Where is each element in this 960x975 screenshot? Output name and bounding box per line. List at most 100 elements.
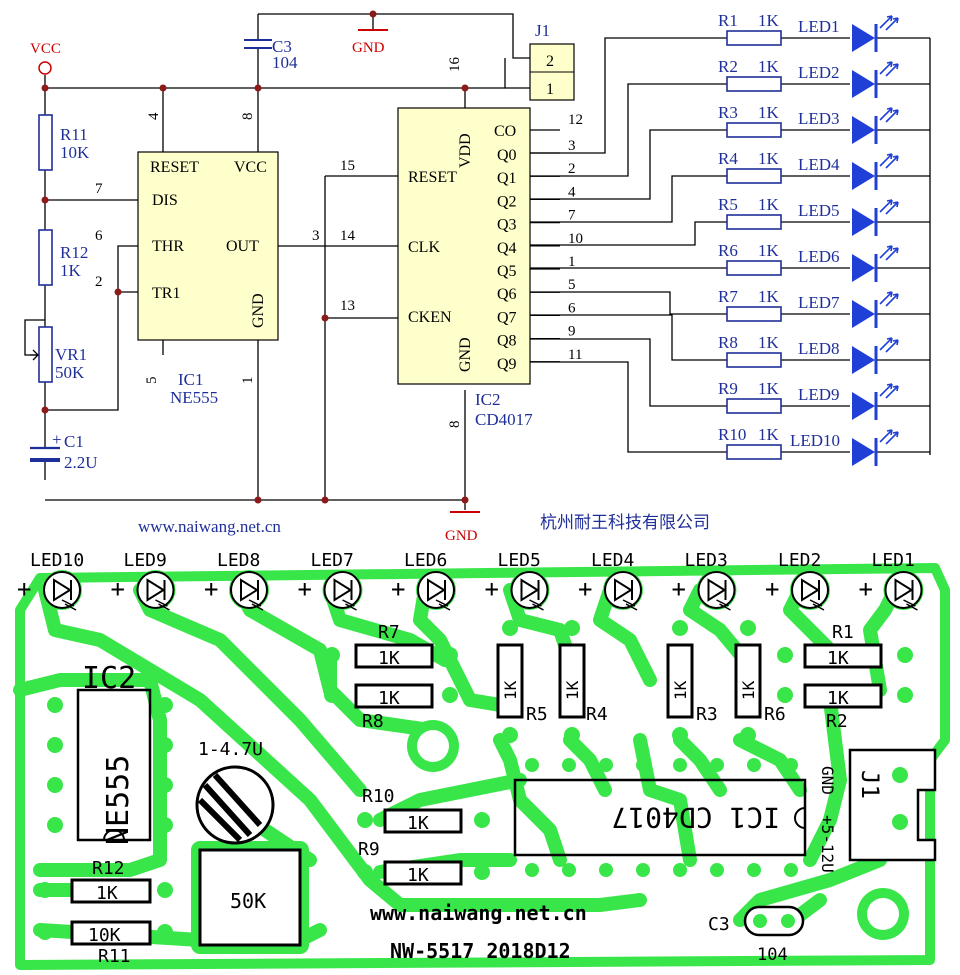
led-6-icon: [852, 245, 899, 282]
pcb-led9-label: LED9: [124, 550, 167, 571]
pcb-r7-name: R7: [378, 622, 400, 643]
gnd-top-symbol: GND: [352, 29, 388, 56]
pcb-c3: C3 104: [708, 905, 805, 965]
led-5-label: LED5: [798, 201, 840, 220]
pcb-led4-label: LED4: [591, 550, 634, 571]
ic1-pinnum-5: 5: [144, 377, 160, 385]
resistor-r7: [726, 306, 782, 322]
ic1-pin-vcc: VCC: [234, 159, 267, 176]
pcb-j1: J1 GND +5-12U: [818, 748, 937, 873]
resistor-r10-value: 1K: [758, 425, 780, 444]
pcb-r12-name: R12: [92, 858, 125, 879]
pcb-r5-value: 1K: [501, 680, 520, 700]
resistor-r1: [726, 30, 782, 46]
vr1-value: 50K: [55, 363, 85, 382]
c3-value: 104: [272, 53, 298, 72]
pcb-resistor-r2: 1K R2: [777, 683, 913, 732]
ic1-pinnum-2: 2: [95, 274, 103, 290]
ic1-pinnum-7: 7: [95, 181, 103, 197]
resistor-r5: [726, 214, 782, 230]
pcb-cap-label: 1-4.7U: [198, 739, 263, 760]
pcb-led1: + LED1: [859, 550, 924, 611]
ic2-pinnum-q0: 3: [568, 138, 576, 154]
resistor-r9: [726, 398, 782, 414]
pcb-ic1-pad: [636, 758, 650, 772]
ic2-part: CD4017: [475, 410, 533, 429]
pcb-r10-value: 1K: [407, 813, 429, 834]
pcb-led4: +LED4: [578, 550, 643, 611]
pcb-led3-plus: +: [672, 575, 686, 603]
pcb-ic2-label: IC2: [82, 661, 136, 696]
vcc-label: VCC: [30, 41, 61, 57]
led-3-icon: [852, 107, 899, 144]
gnd-bottom-symbol: GND: [445, 511, 480, 544]
gnd-bottom-label: GND: [445, 528, 478, 544]
led-1-label: LED1: [798, 17, 840, 36]
ic1-pinnum-4: 4: [146, 112, 162, 120]
ic2-pin-vdd: VDD: [457, 133, 474, 168]
pcb-ic1-pad: [562, 863, 576, 877]
resistor-r4-name: R4: [718, 149, 738, 168]
pcb-ic2-ne555: IC2 NE555: [47, 661, 173, 845]
pcb-led7-plus: +: [298, 575, 312, 603]
led-4-icon: [852, 153, 899, 190]
ic2-pinnum-14: 14: [340, 228, 356, 244]
pcb-layout: +LED10+LED9+LED8+LED7+LED6+LED5+LED4+LED…: [13, 550, 950, 970]
pcb-led1-label: LED1: [872, 550, 915, 571]
vcc-symbol: VCC: [30, 41, 61, 75]
schematic: VCC GND GND C3 104 2 1 J1: [24, 10, 931, 544]
led-4-label: LED4: [798, 155, 840, 174]
vr1-name: VR1: [55, 345, 87, 364]
pcb-resistor-r1: 1K R1: [777, 622, 913, 669]
pcb-led5-label: LED5: [498, 550, 541, 571]
pcb-led1-plus: +: [859, 575, 873, 603]
pcb-pot-50k: 50K: [198, 848, 302, 947]
pcb-ne555-label: NE555: [101, 755, 136, 845]
ic2-pinnum-16: 16: [447, 57, 463, 73]
ic1-pin-tr1: TR1: [152, 285, 180, 302]
resistor-r7-value: 1K: [758, 287, 780, 306]
ic1-pin-gnd: GND: [250, 293, 267, 328]
pcb-r11-value: 10K: [88, 925, 121, 946]
pcb-r6-value: 1K: [739, 680, 758, 700]
capacitor-c1: + C1 2.2U: [30, 430, 98, 472]
pcb-ic1-pad: [525, 758, 539, 772]
led-10-label: LED10: [790, 431, 840, 450]
led-3-label: LED3: [798, 109, 840, 128]
pcb-r9-name: R9: [358, 839, 380, 860]
resistor-r5-name: R5: [718, 195, 738, 214]
pcb-c3-value: 104: [757, 945, 788, 965]
r12-value: 1K: [60, 261, 82, 280]
pcb-ic1-pad: [710, 863, 724, 877]
resistor-r3-value: 1K: [758, 103, 780, 122]
resistor-r1-name: R1: [718, 11, 738, 30]
resistor-r9-name: R9: [718, 379, 738, 398]
pcb-ic1-pad: [784, 758, 798, 772]
ic2-pinnum-q1: 2: [568, 161, 576, 177]
resistor-r9-value: 1K: [758, 379, 780, 398]
pcb-r2-name: R2: [826, 711, 848, 732]
ic2-cd4017: VDD CO RESET CLK CKEN GND Q03Q12Q24Q37Q4…: [340, 57, 583, 430]
pcb-led6-label: LED6: [404, 550, 447, 571]
ic2-pinnum-q2: 4: [568, 184, 576, 200]
resistor-r4-value: 1K: [758, 149, 780, 168]
pcb-c3-name: C3: [708, 914, 730, 935]
resistor-r2: [726, 76, 782, 92]
ic1-pinnum-3: 3: [312, 228, 320, 244]
pcb-pot-label: 50K: [230, 889, 266, 913]
pcb-ic1-pad: [784, 863, 798, 877]
ic2-pin-q1: Q1: [497, 170, 517, 187]
j1-pin1: 1: [546, 81, 554, 98]
pcb-r10-name: R10: [362, 786, 395, 807]
ic1-pin-out: OUT: [226, 238, 259, 255]
ic2-pin-gnd: GND: [457, 337, 474, 372]
led-7-icon: [852, 291, 899, 328]
pcb-resistor-r9: 1K R9: [357, 839, 490, 886]
resistor-r8-value: 1K: [758, 333, 780, 352]
